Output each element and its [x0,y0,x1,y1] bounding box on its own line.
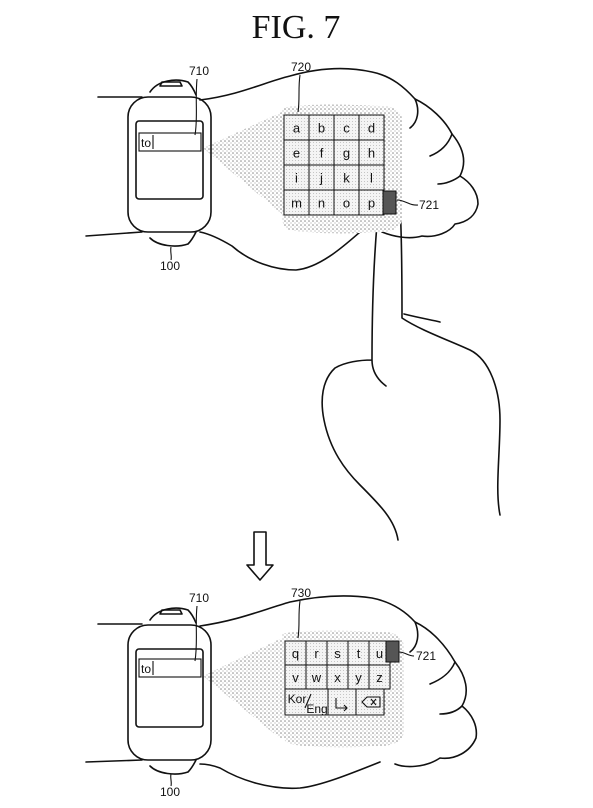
lang-key-bottom: Eng [306,702,327,716]
top-ref-710: 710 [189,64,209,78]
top-key-l [358,164,385,191]
top-key-g [333,139,360,166]
top-key-c [333,114,360,141]
top-ref-721: 721 [419,198,439,212]
top-ref-100: 100 [160,259,180,273]
bottom-ref-710: 710 [189,591,209,605]
top-key-h [358,139,385,166]
bottom-key-label: z [376,670,383,685]
top-projection-beam [203,112,282,214]
top-key-o [333,189,360,216]
bottom-watch-body [127,624,212,761]
bottom-key-label: w [311,670,322,685]
top-key-label: j [319,171,323,186]
enter-icon [335,698,348,712]
top-watch-screen [135,120,204,200]
backspace-key [355,688,385,716]
top-key-label: m [291,196,302,211]
lang-key-top: Kor [288,692,307,706]
top-key-p [358,189,385,216]
top-key-label: e [293,146,300,161]
top-key-m [283,189,310,216]
bottom-projection-beam [203,638,282,740]
bottom-key-label: t [357,646,361,661]
bottom-input-text: to [141,662,151,676]
bottom-key-label: u [376,646,383,661]
top-key-label: a [293,121,301,136]
top-key-n [308,189,335,216]
bottom-watch-strap [149,607,197,775]
transition-arrow-icon [246,531,274,581]
bottom-ref-100: 100 [160,785,180,799]
backspace-icon [361,696,381,708]
top-key-label: d [368,121,375,136]
bottom-key-label: y [355,670,362,685]
bottom-key-label: s [334,646,341,661]
top-key-e [283,139,310,166]
top-key-label: o [343,196,350,211]
bottom-key-label: v [292,670,299,685]
bottom-ref-721: 721 [416,649,436,663]
top-key-label: f [320,146,324,161]
top-scroll-indicator [382,190,397,215]
top-key-label: g [343,146,350,161]
enter-key [327,688,357,716]
top-watch-body [127,96,212,233]
bottom-key-label: q [292,646,299,661]
figure-title: FIG. 7 [252,9,341,46]
top-key-label: h [368,146,375,161]
top-key-label: p [368,196,375,211]
bottom-ref-730: 730 [291,586,311,600]
top-key-f [308,139,335,166]
top-key-label: k [343,171,350,186]
top-key-label: i [295,171,298,186]
bottom-key-label: r [314,646,319,661]
bottom-watch-screen [135,648,204,728]
top-key-label: c [343,121,350,136]
bottom-scroll-indicator [385,640,400,663]
top-arm-outline [85,67,479,271]
top-watch-strap [149,79,197,247]
top-pointing-hand [321,200,501,541]
bottom-key-label: x [334,670,341,685]
top-text-input [138,132,202,152]
top-ref-720: 720 [291,60,311,74]
top-key-label: l [370,171,373,186]
top-key-j [308,164,335,191]
top-keyboard: a b c d e f g h i j k l m n o p [283,114,385,216]
lang-key [284,688,329,716]
top-key-label: b [318,121,325,136]
top-key-label: n [318,196,325,211]
top-key-d [358,114,385,141]
bottom-text-input [138,658,202,678]
bottom-arm-outline [85,595,478,790]
top-input-text: to [141,136,151,150]
top-key-b [308,114,335,141]
top-panel: to a b c d e f g h i j k l m n o p 710 720 721 100 [85,60,501,541]
